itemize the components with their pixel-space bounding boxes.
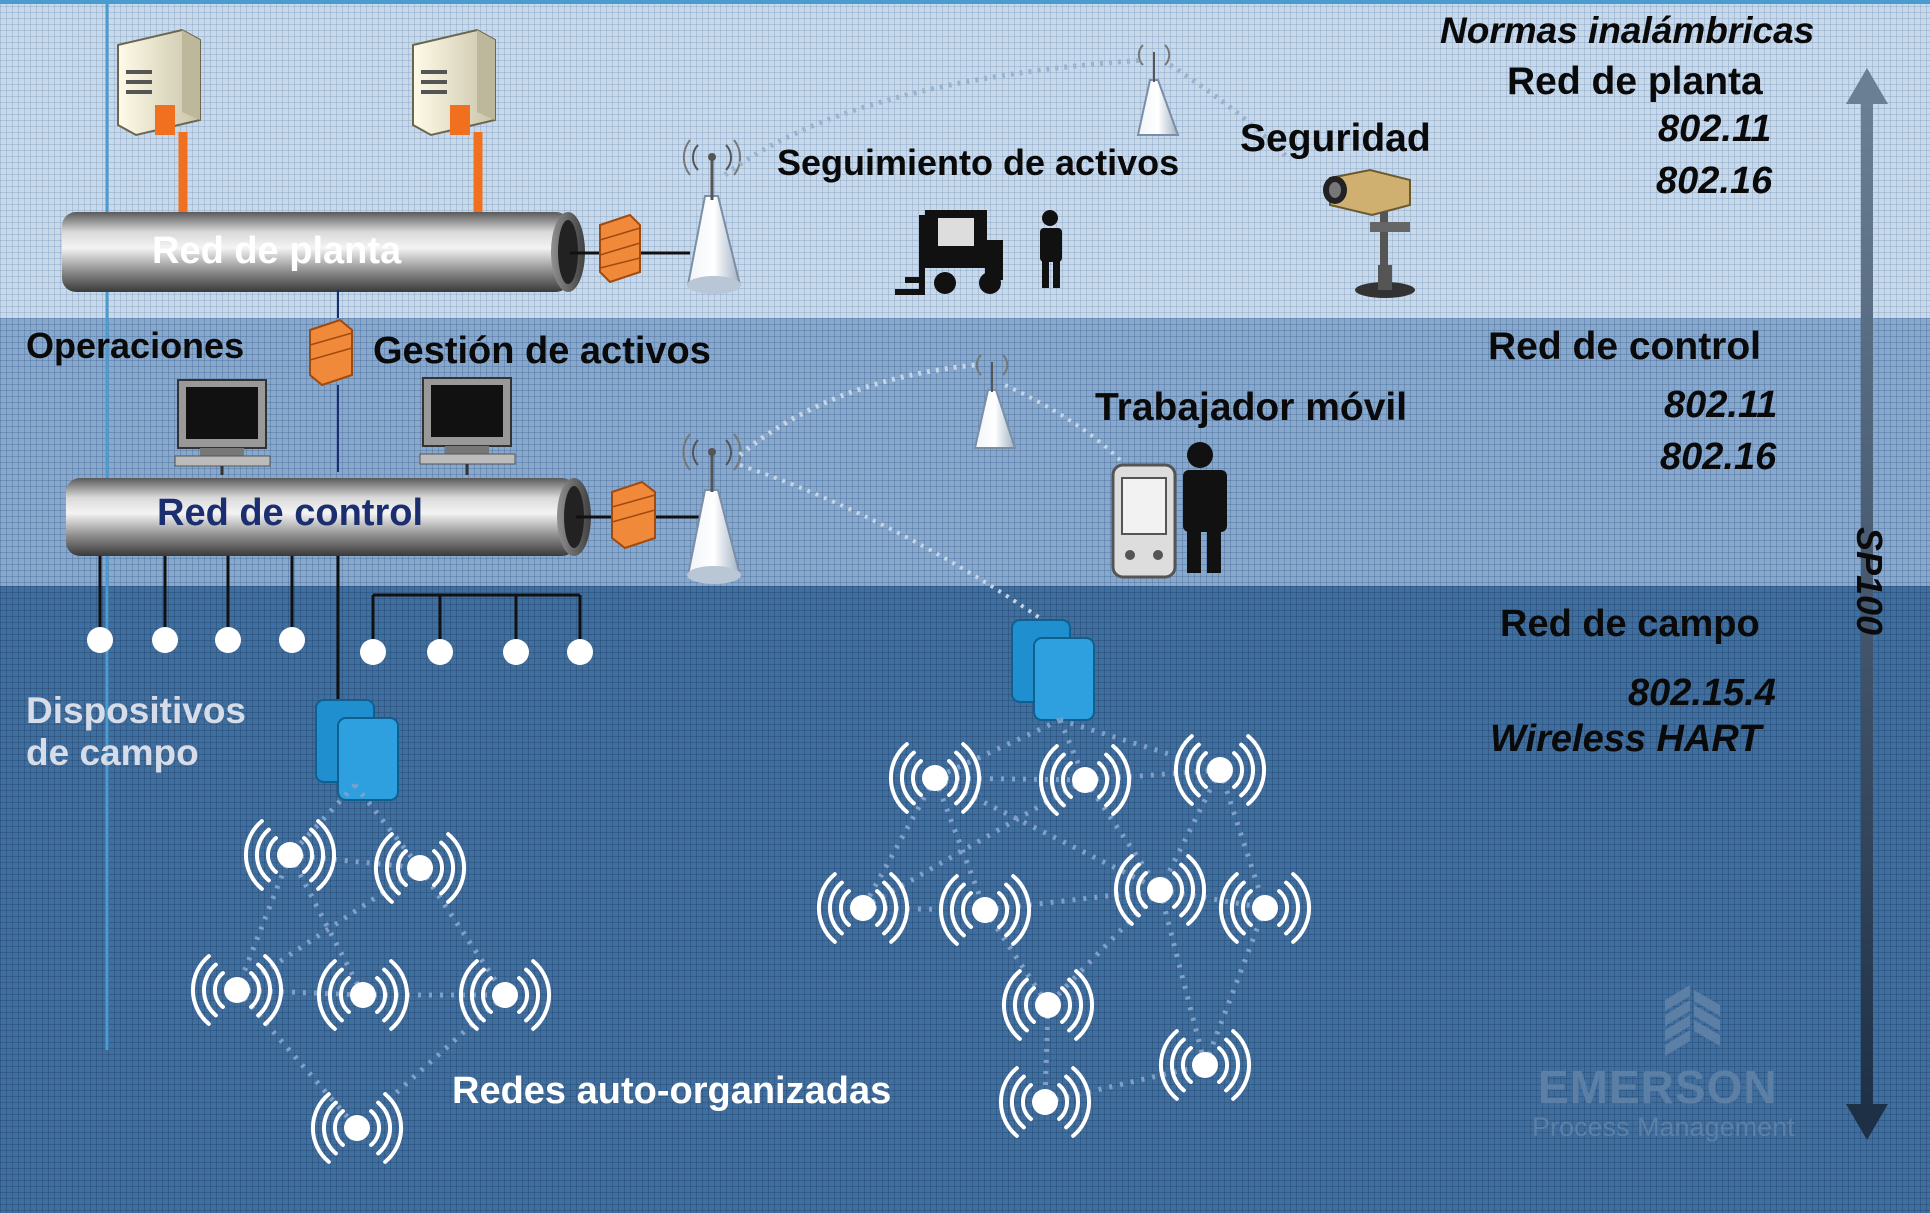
field-standard-wireless-hart: Wireless HART [1490,718,1762,760]
top-border-line [0,0,1930,4]
field-device-dots [87,627,593,665]
plant-network-title: Red de planta [1507,60,1763,103]
field-network-title: Red de campo [1500,603,1760,645]
plant-standard-80211: 802.11 [1658,108,1772,150]
gateway-icon [315,699,399,801]
emerson-tagline-text: Process Management [1532,1112,1795,1142]
wireless-node-icon [310,1092,404,1164]
security-label: Seguridad [1240,117,1431,160]
server-icon [117,28,201,215]
wireless-standards-title: Normas inalámbricas [1440,10,1815,51]
access-point-icon [682,433,742,584]
wireless-nodes [190,734,1312,1164]
wireless-node-icon [1218,872,1312,944]
control-standard-80216: 802.16 [1660,436,1777,478]
computer-icon [174,379,271,475]
firewall-icon [309,318,353,387]
forklift-icon [895,210,1003,295]
control-standard-80211: 802.11 [1664,384,1778,426]
person-icon [1040,210,1062,288]
wireless-node-icon [1173,734,1267,806]
access-point-icon [682,139,742,294]
wireless-node-icon [998,1066,1092,1138]
wireless-node-icon [190,954,284,1026]
emerson-brand-text: EMERSON [1538,1061,1778,1113]
asset-management-label: Gestión de activos [373,330,711,372]
control-network-pipe [66,478,591,556]
gateway-icon [1011,619,1095,721]
wireless-node-icon [1001,969,1095,1041]
mobile-worker-icon [1111,442,1227,579]
firewall-icon [611,480,656,550]
security-camera-icon [1323,168,1415,298]
computer-icon [419,377,516,475]
wireless-node-icon [243,819,337,891]
wireless-node-icon [1113,854,1207,926]
plant-network-pipe-label: Red de planta [152,230,402,272]
mobile-worker-label: Trabajador móvil [1095,386,1408,429]
wireless-node-icon [458,959,552,1031]
plant-network-pipe [62,212,585,292]
operations-label: Operaciones [26,325,245,366]
server-icon [412,28,496,215]
field-devices-label-line1: Dispositivos [26,690,246,731]
wireless-node-icon [888,742,982,814]
plant-standard-80216: 802.16 [1656,160,1773,202]
wireless-node-icon [816,872,910,944]
sp100-axis-label: SP100 [1849,526,1891,636]
self-organizing-networks-label: Redes auto-organizadas [452,1070,892,1112]
emerson-logo-mark [1665,985,1720,1056]
field-devices-label-line2: de campo [26,732,199,773]
wireless-node-icon [316,959,410,1031]
access-point-icon [1136,44,1180,136]
field-standard-802154: 802.15.4 [1628,672,1776,714]
control-network-title: Red de control [1488,325,1762,368]
wireless-node-icon [373,832,467,904]
asset-tracking-label: Seguimiento de activos [777,142,1180,183]
wireless-node-icon [1038,744,1132,816]
sp100-axis-arrow [1846,68,1888,1140]
access-point-icon [973,354,1017,449]
firewall-icon [599,213,641,284]
wireless-node-icon [938,874,1032,946]
wireless-node-icon [1158,1029,1252,1101]
control-network-pipe-label: Red de control [157,492,424,534]
